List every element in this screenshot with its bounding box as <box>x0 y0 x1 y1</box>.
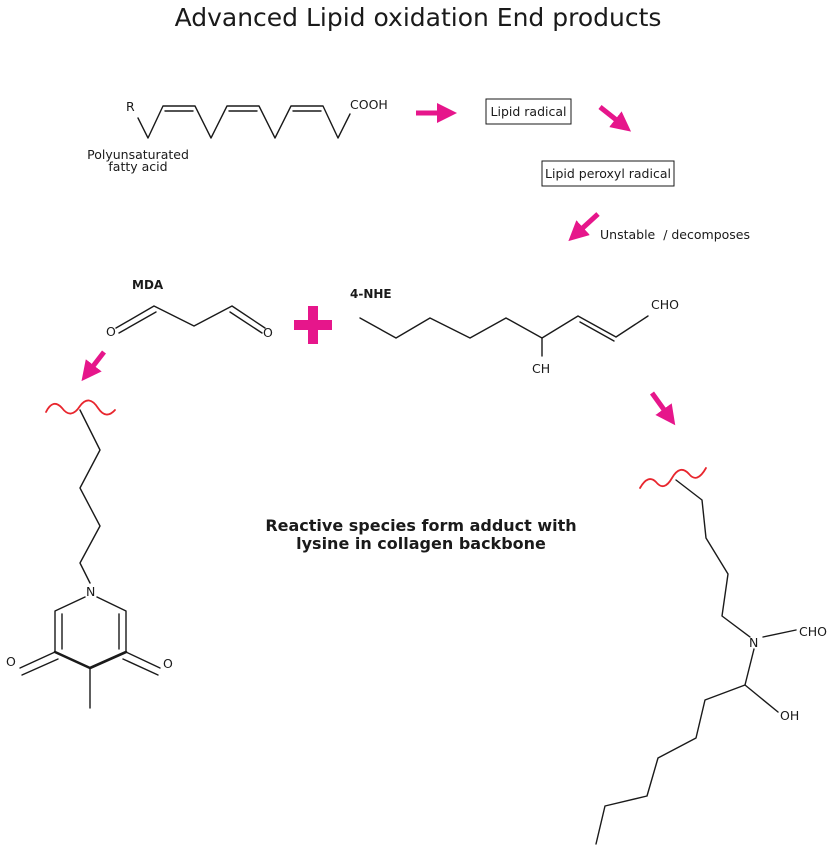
r-group-label: R <box>126 99 135 114</box>
hne-label: 4-NHE <box>350 287 392 301</box>
page-title: Advanced Lipid oxidation End products <box>175 3 662 32</box>
mda-adduct-nitrogen: N <box>86 584 95 599</box>
hne-adduct-formyl: CHO <box>799 624 827 639</box>
lipid-peroxyl-radical-label: Lipid peroxyl radical <box>545 166 671 181</box>
hne-structure: 4-NHE CHO CH <box>350 287 679 376</box>
arrow-to-peroxyl-radical <box>598 105 632 132</box>
fatty-acid-caption-line1: Polyunsaturated <box>87 147 189 162</box>
arrow-decomposes <box>568 212 600 242</box>
collagen-backbone-wave-right <box>639 467 707 489</box>
hne-lysine-adduct-structure: N CHO OH <box>595 467 827 845</box>
plus-icon <box>294 306 332 344</box>
collagen-backbone-wave-left <box>45 399 116 416</box>
lipid-radical-box: Lipid radical <box>485 98 572 125</box>
hne-adduct-hydroxyl: OH <box>780 708 799 723</box>
lipid-radical-label: Lipid radical <box>491 104 567 119</box>
polyunsaturated-fatty-acid-structure: R COOH Polyunsaturated fatty acid <box>87 97 388 174</box>
mda-oxygen-right: O <box>263 325 273 340</box>
lipid-peroxyl-radical-box: Lipid peroxyl radical <box>541 160 675 187</box>
mda-lysine-adduct-structure: N O O <box>6 399 173 709</box>
mda-oxygen-left: O <box>106 324 116 339</box>
hne-hydroxyl-label: CH <box>532 361 550 376</box>
hne-aldehyde-label: CHO <box>651 297 679 312</box>
mda-adduct-oxygen-right: O <box>163 656 173 671</box>
adduct-caption-line1: Reactive species form adduct with <box>265 516 576 535</box>
mda-structure: MDA O O <box>106 278 273 340</box>
mda-label: MDA <box>132 278 164 292</box>
mda-adduct-oxygen-left: O <box>6 654 16 669</box>
hne-adduct-nitrogen: N <box>749 635 758 650</box>
decompose-note: Unstable / decomposes <box>600 227 750 242</box>
adduct-caption-line2: lysine in collagen backbone <box>296 534 546 553</box>
arrow-hne-to-adduct <box>649 391 676 426</box>
acid-group-label: COOH <box>350 97 388 112</box>
fatty-acid-caption-line2: fatty acid <box>108 159 167 174</box>
arrow-mda-to-adduct <box>81 350 106 382</box>
